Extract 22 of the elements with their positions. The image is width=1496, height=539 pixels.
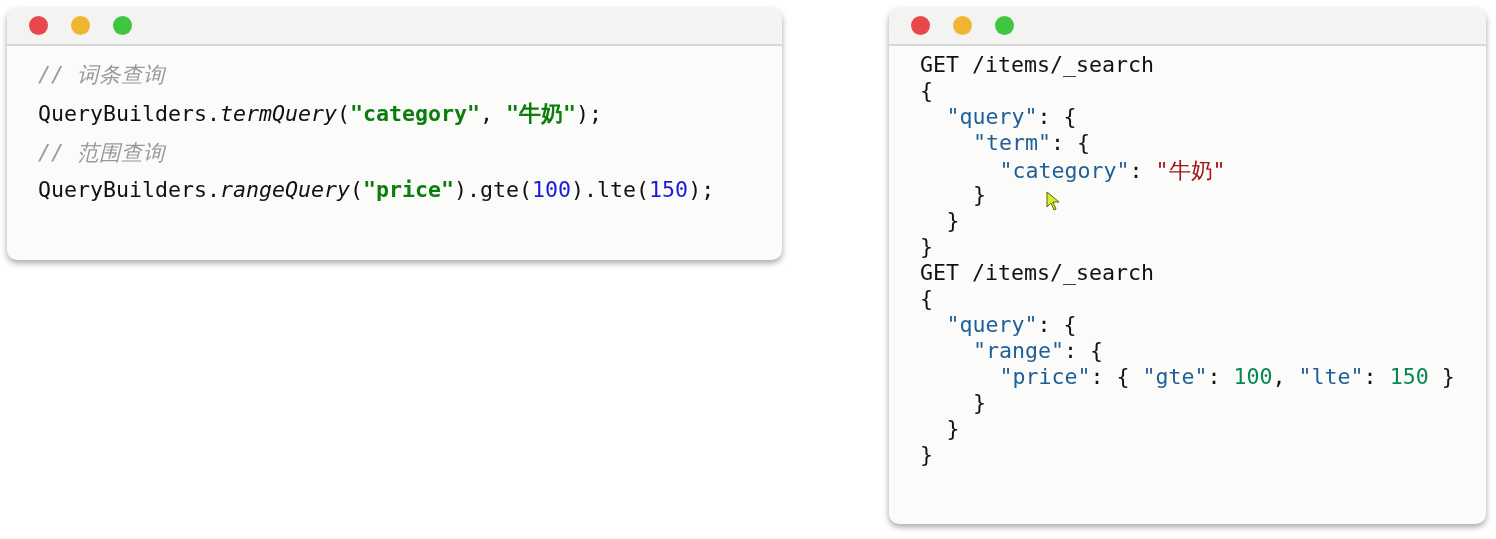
code-comment: // 词条查询 — [38, 61, 165, 89]
code-line: "category": "牛奶" — [999, 157, 1226, 185]
code-line: } — [920, 442, 933, 467]
code-line: QueryBuilders.termQuery("category", "牛奶"); — [38, 100, 603, 128]
code-line: "query": { — [946, 104, 1077, 129]
code-comment: // 范围查询 — [38, 139, 165, 167]
code-line: "range": { — [973, 338, 1104, 363]
code-line: "query": { — [946, 312, 1077, 337]
code-line: QueryBuilders.rangeQuery("price").gte(100).lte(150); — [38, 177, 715, 202]
code-line: { — [920, 78, 933, 103]
code-line: } — [920, 234, 933, 259]
code-line: } — [973, 390, 986, 415]
code-line: "term": { — [973, 130, 1091, 155]
code-line: GET /items/_search — [920, 52, 1154, 77]
code-line: "price": { "gte": 100, "lte": 150 } — [999, 364, 1455, 389]
code-line: } — [973, 182, 986, 207]
code-line: { — [920, 286, 933, 311]
code-line: GET /items/_search — [920, 260, 1154, 285]
code-line: } — [946, 416, 960, 441]
code-window — [889, 8, 1486, 524]
code-window — [7, 8, 782, 260]
code-line: } — [946, 208, 960, 233]
